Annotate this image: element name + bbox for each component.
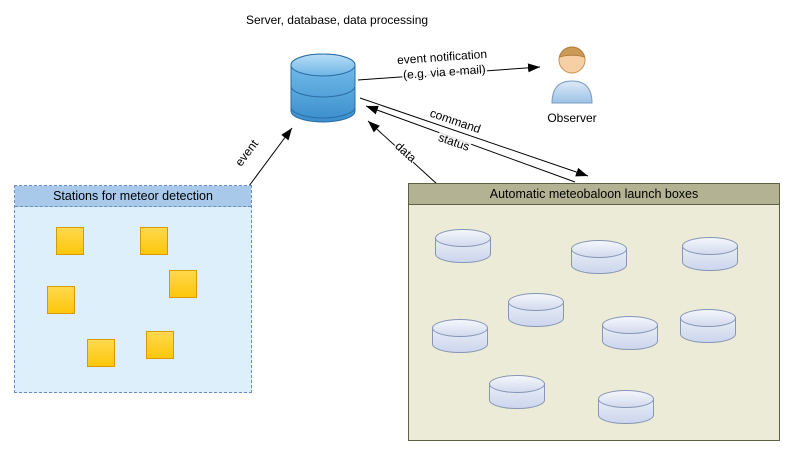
launch-box-cylinder — [682, 237, 738, 273]
person-icon — [551, 46, 593, 104]
launch-box-cylinder — [508, 293, 564, 329]
server-title: Server, database, data processing — [245, 13, 429, 27]
observer-node: Observer — [544, 42, 600, 125]
observer-label: Observer — [547, 111, 597, 125]
launch-box-cylinder — [435, 229, 491, 265]
meteor-station-square — [169, 270, 197, 298]
meteor-station-square — [146, 331, 174, 359]
meteor-station-square — [47, 286, 75, 314]
launch-boxes-title: Automatic meteobaloon launch boxes — [409, 184, 779, 205]
launch-boxes-group: Automatic meteobaloon launch boxes — [408, 183, 780, 441]
edge-label-data: data — [391, 138, 420, 166]
meteor-station-square — [87, 339, 115, 367]
stations-group: Stations for meteor detection — [14, 185, 252, 393]
edge-event — [248, 127, 293, 187]
database-icon — [290, 53, 356, 123]
meteor-station-square — [140, 227, 168, 255]
launch-box-cylinder — [602, 316, 658, 352]
launch-box-cylinder — [598, 390, 654, 426]
launch-box-cylinder — [680, 309, 736, 345]
edge-label-status: status — [435, 129, 473, 155]
stations-title: Stations for meteor detection — [15, 186, 251, 207]
edge-label-event: event — [231, 136, 262, 170]
launch-box-cylinder — [432, 319, 488, 355]
launch-box-cylinder — [571, 240, 627, 276]
launch-box-cylinder — [489, 375, 545, 411]
edge-label-command: command — [427, 105, 484, 137]
meteor-station-square — [56, 227, 84, 255]
